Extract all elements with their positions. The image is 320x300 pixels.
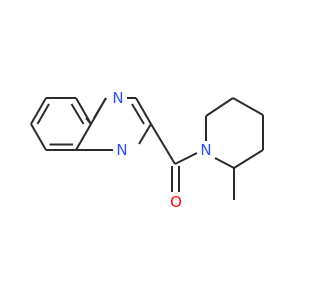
atom-label-n4: N (116, 141, 127, 159)
atom-label-n1: N (112, 89, 123, 107)
double-bond-inner (36, 103, 50, 125)
benzene-ring (30, 97, 92, 151)
bond (30, 123, 47, 151)
atom-label-amide-nitrogen: N (200, 141, 211, 159)
bond (85, 117, 92, 125)
bond (205, 97, 234, 117)
bond (75, 123, 92, 151)
amide-group (150, 123, 198, 192)
bond (93, 97, 107, 119)
pyrazine-ring (76, 97, 152, 151)
bond (150, 123, 176, 165)
bond (135, 97, 152, 125)
atom-label-oxygen: O (170, 193, 182, 211)
bond (233, 149, 264, 169)
piperidine-ring (205, 97, 264, 200)
bond (232, 97, 264, 116)
molecule-structure-diagram: N N O N (30, 89, 264, 211)
double-bond-inner (70, 103, 85, 125)
bond (214, 157, 235, 169)
bond (174, 152, 198, 165)
double-bond-inner (131, 103, 145, 125)
bond (30, 97, 47, 125)
bond (138, 123, 152, 145)
